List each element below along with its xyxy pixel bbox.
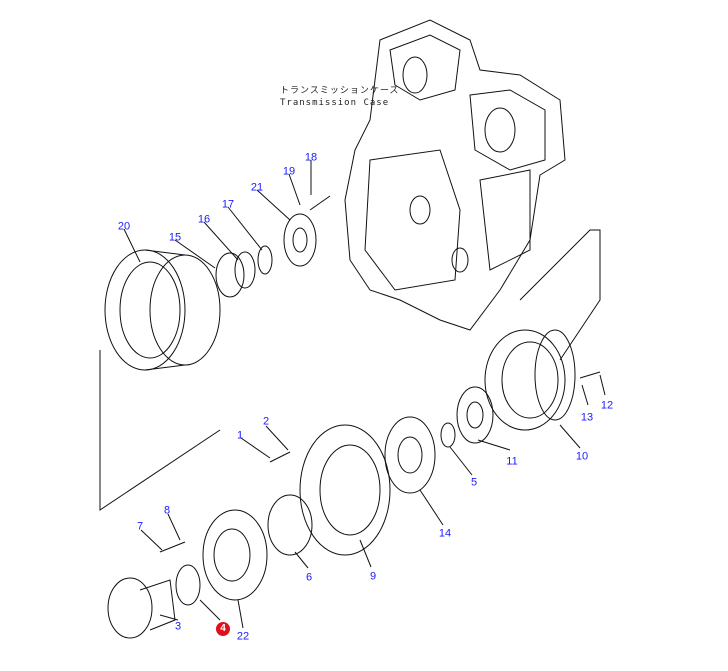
callout-6[interactable]: 6 xyxy=(305,571,313,584)
callout-12[interactable]: 12 xyxy=(600,399,614,412)
callout-13[interactable]: 13 xyxy=(580,411,594,424)
callout-22[interactable]: 22 xyxy=(236,630,250,643)
bolts xyxy=(159,451,291,553)
part-22-ring-gear xyxy=(202,509,268,601)
case-label-jp: トランスミッションケース xyxy=(280,86,400,96)
case-label-en: Transmission Case xyxy=(280,98,390,108)
part-16 xyxy=(234,251,256,289)
callout-21[interactable]: 21 xyxy=(250,181,264,194)
part-6-carrier xyxy=(267,494,313,556)
callout-20[interactable]: 20 xyxy=(117,220,131,233)
callout-8[interactable]: 8 xyxy=(163,504,171,517)
part-15 xyxy=(215,252,245,298)
part-10-hub xyxy=(484,329,576,431)
part-18-bolt xyxy=(309,195,331,211)
part-21 xyxy=(283,213,317,267)
callout-15[interactable]: 15 xyxy=(168,231,182,244)
callout-14[interactable]: 14 xyxy=(438,527,452,540)
callout-17[interactable]: 17 xyxy=(221,198,235,211)
part-4-o-ring xyxy=(175,564,201,606)
part-14-gear xyxy=(384,416,436,494)
callout-16[interactable]: 16 xyxy=(197,213,211,226)
callout-18[interactable]: 18 xyxy=(304,151,318,164)
callout-10[interactable]: 10 xyxy=(575,450,589,463)
callout-2[interactable]: 2 xyxy=(262,415,270,428)
callout-3[interactable]: 3 xyxy=(174,620,182,633)
transmission-case xyxy=(344,19,566,331)
part-11 xyxy=(456,386,494,444)
part-5-ring xyxy=(440,422,456,448)
part-20-housing xyxy=(104,249,221,371)
callout-19[interactable]: 19 xyxy=(282,165,296,178)
callout-1[interactable]: 1 xyxy=(236,429,244,442)
part-3-flange xyxy=(107,577,153,639)
part-17 xyxy=(257,245,273,275)
callout-4-highlighted[interactable]: 4 xyxy=(216,622,230,636)
callout-5[interactable]: 5 xyxy=(470,476,478,489)
part-9-plate xyxy=(299,424,391,556)
callout-9[interactable]: 9 xyxy=(369,570,377,583)
callout-7[interactable]: 7 xyxy=(136,520,144,533)
callout-11[interactable]: 11 xyxy=(506,455,518,468)
case-label: トランスミッションケース Transmission Case xyxy=(280,85,399,109)
